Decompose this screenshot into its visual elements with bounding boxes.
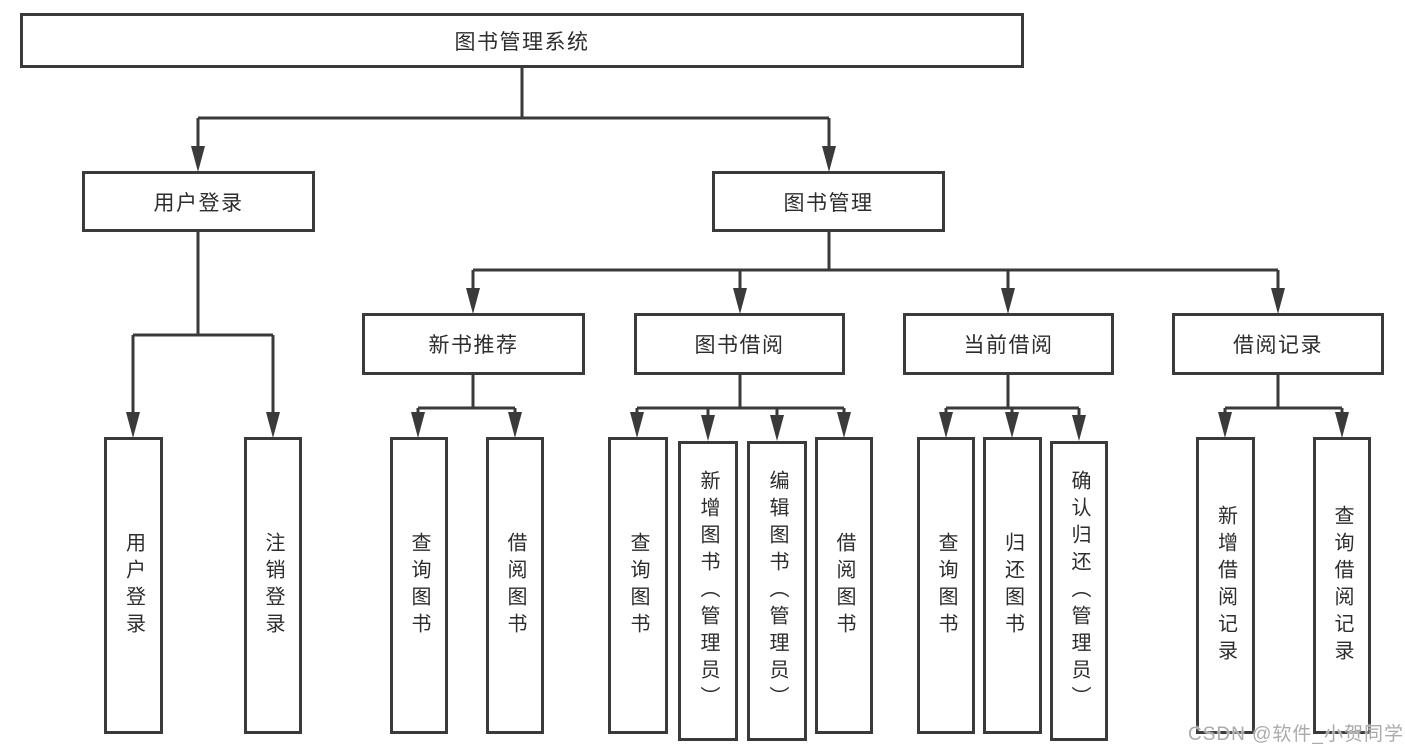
node-new-book-recommend: 新书推荐: [362, 313, 585, 375]
node-leaf-borrow-books: 借阅图书: [815, 437, 873, 734]
node-leaf-query-books-borrow: 查询图书: [608, 437, 668, 734]
node-book-borrow: 图书借阅: [634, 313, 845, 375]
leaf-label: 查询图书: [627, 531, 649, 640]
leaf-label: 查询借阅记录: [1331, 504, 1353, 667]
node-user-login: 用户登录: [82, 171, 315, 232]
leaf-label: 查询图书: [935, 531, 957, 640]
arrowheads: [126, 146, 1349, 441]
node-leaf-logout: 注销登录: [244, 437, 302, 734]
node-leaf-query-books-current: 查询图书: [917, 437, 975, 734]
leaf-label: 归还图书: [1001, 531, 1024, 640]
leaf-label: 注销登录: [262, 531, 284, 640]
leaf-label: 用户登录: [122, 531, 145, 640]
node-root: 图书管理系统: [20, 13, 1024, 68]
leaf-label: 确认归还（管理员）: [1068, 469, 1090, 713]
node-book-management: 图书管理: [712, 171, 945, 232]
node-leaf-add-borrow-record: 新增借阅记录: [1196, 437, 1255, 734]
node-leaf-query-books-recommend: 查询图书: [390, 437, 448, 734]
leaf-label: 编辑图书（管理员）: [766, 469, 788, 713]
node-leaf-confirm-return-admin: 确认归还（管理员）: [1050, 441, 1108, 741]
node-borrow-records: 借阅记录: [1172, 313, 1384, 375]
leaf-label: 查询图书: [408, 531, 430, 640]
leaf-label: 借阅图书: [504, 531, 526, 640]
node-leaf-return-books: 归还图书: [983, 437, 1042, 734]
leaf-label: 借阅图书: [833, 531, 855, 640]
node-leaf-borrow-books-recommend: 借阅图书: [486, 437, 544, 734]
leaf-label: 新增图书（管理员）: [697, 469, 719, 713]
csdn-watermark: CSDN @软件_小贺同学: [1188, 724, 1404, 745]
node-leaf-edit-books-admin: 编辑图书（管理员）: [747, 441, 807, 741]
node-current-borrow: 当前借阅: [903, 313, 1114, 375]
node-leaf-user-login: 用户登录: [104, 437, 163, 734]
leaf-label: 新增借阅记录: [1214, 504, 1237, 667]
node-leaf-add-books-admin: 新增图书（管理员）: [678, 441, 738, 741]
node-leaf-query-borrow-record: 查询借阅记录: [1313, 437, 1371, 734]
